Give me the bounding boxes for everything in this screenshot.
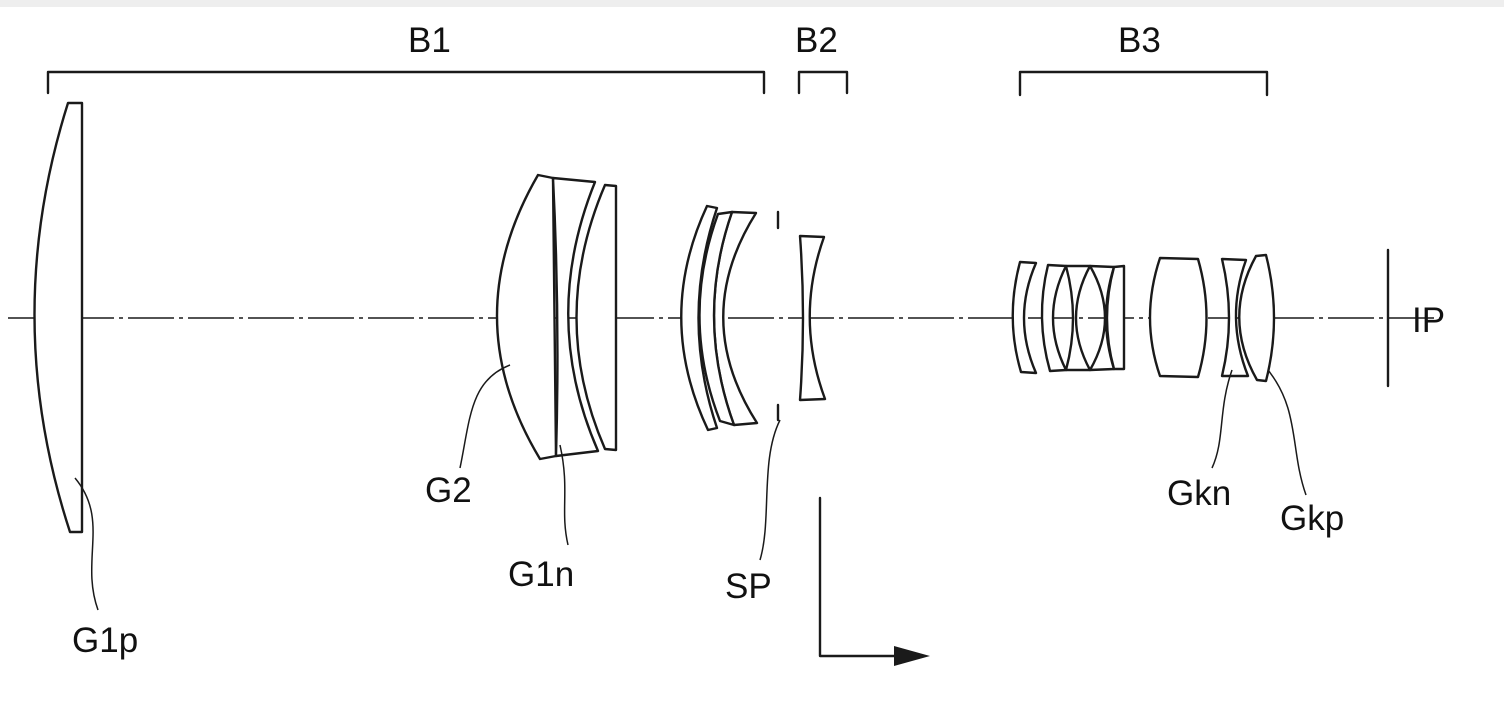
leader-g1p bbox=[74, 477, 99, 611]
leader-sp bbox=[759, 419, 781, 561]
arrow-head-icon bbox=[894, 646, 930, 666]
label-gkn: Gkn bbox=[1167, 474, 1231, 513]
label-sp: SP bbox=[725, 567, 772, 606]
lens-b3-5 bbox=[1105, 264, 1126, 371]
lens-b2 bbox=[798, 234, 827, 402]
movement-arrow-line bbox=[818, 496, 904, 658]
bracket-b1 bbox=[46, 70, 766, 95]
lens-gkn bbox=[1220, 257, 1250, 378]
leader-gkn bbox=[1211, 369, 1233, 469]
lens-b1-meniscus-3 bbox=[698, 210, 736, 427]
label-b3: B3 bbox=[1118, 21, 1161, 60]
leader-g2 bbox=[459, 364, 511, 469]
lens-g1p bbox=[33, 101, 84, 534]
label-b2: B2 bbox=[795, 21, 838, 60]
label-g2: G2 bbox=[425, 471, 472, 510]
label-g1p: G1p bbox=[72, 621, 138, 660]
top-strip bbox=[0, 0, 1504, 7]
bracket-b3 bbox=[1018, 70, 1269, 97]
lens-gkp bbox=[1238, 253, 1276, 383]
label-gkp: Gkp bbox=[1280, 499, 1344, 538]
lens-b3-1 bbox=[1011, 260, 1038, 375]
lens-g2 bbox=[495, 173, 558, 461]
label-b1: B1 bbox=[408, 21, 451, 60]
label-g1n: G1n bbox=[508, 555, 574, 594]
leader-g1n bbox=[559, 444, 569, 546]
lens-g1n bbox=[551, 176, 600, 458]
lens-g1n-rear bbox=[575, 183, 618, 452]
label-ip: IP bbox=[1412, 301, 1445, 340]
lens-b3-6 bbox=[1148, 256, 1208, 379]
bracket-b2 bbox=[797, 70, 849, 95]
leader-gkp bbox=[1267, 369, 1307, 496]
